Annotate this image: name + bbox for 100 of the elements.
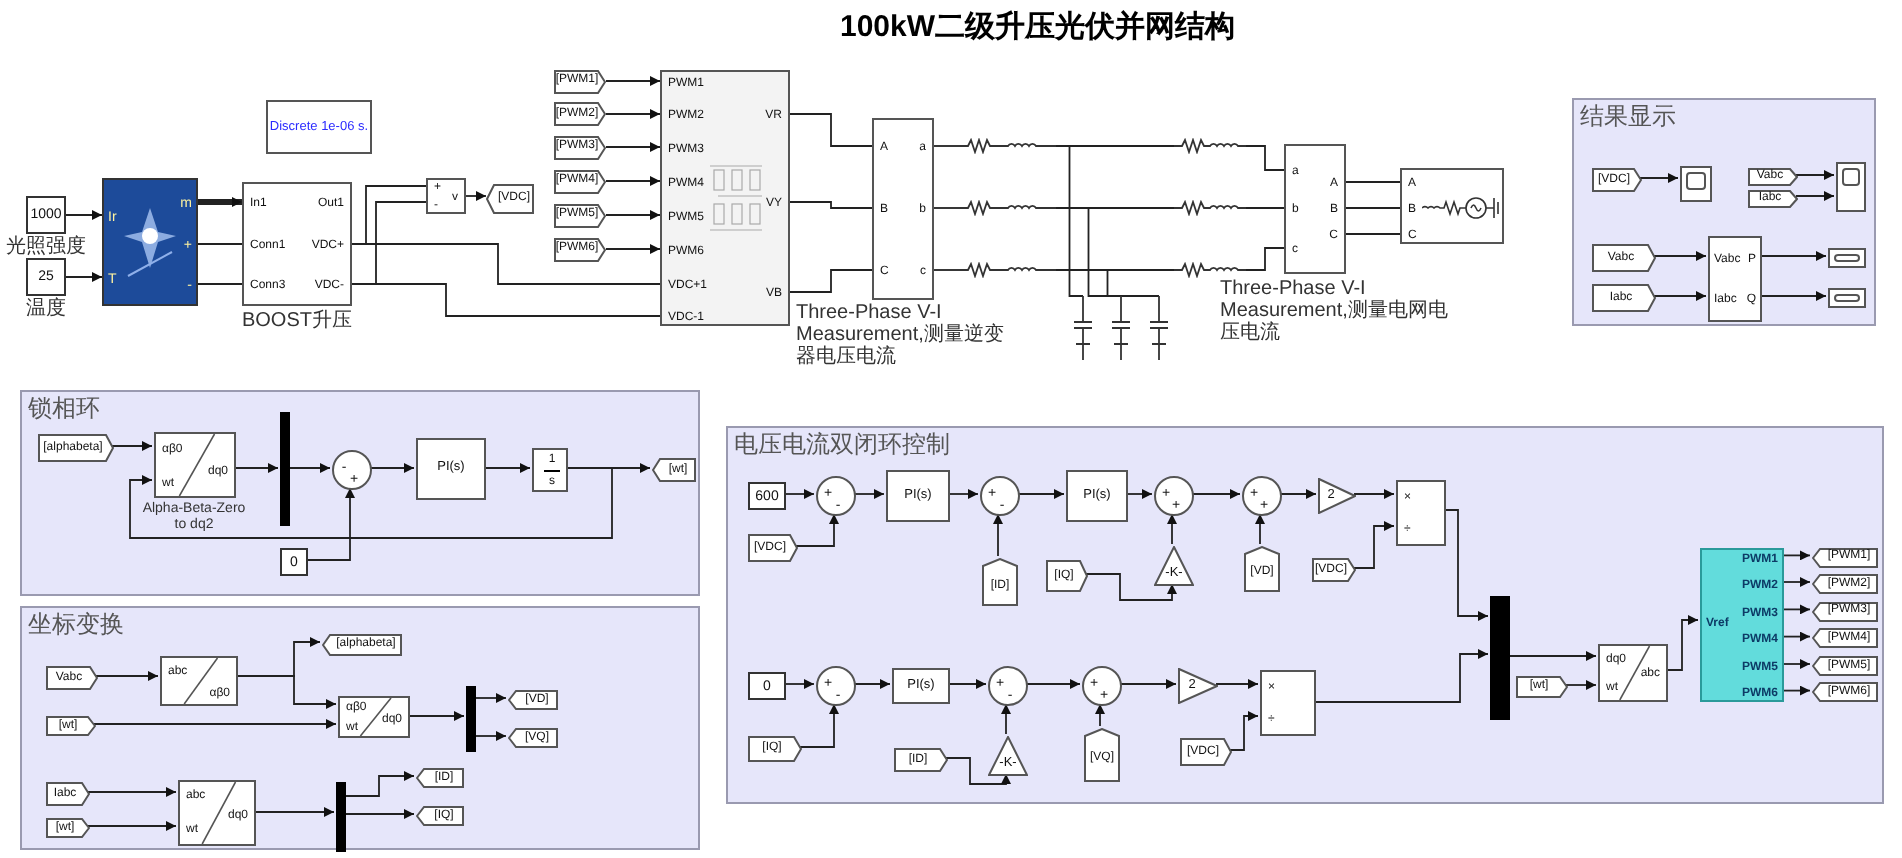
connector-arrow xyxy=(945,757,1011,785)
rl-branch-symbol xyxy=(960,262,1056,278)
product-block xyxy=(1396,480,1446,546)
goto-tag xyxy=(1812,656,1878,676)
capacitor-symbol xyxy=(1074,296,1092,360)
capacitor-symbol xyxy=(1150,296,1168,360)
connector-arrow xyxy=(129,467,613,539)
connector-arrow xyxy=(1017,489,1065,499)
goto-tag xyxy=(652,458,696,482)
from-tag xyxy=(46,716,96,736)
connector-arrow xyxy=(1781,550,1811,561)
from-tag xyxy=(1244,546,1280,592)
from-tag xyxy=(554,102,606,126)
goto-tag xyxy=(1812,601,1878,622)
connector-line xyxy=(933,269,961,271)
connector-line xyxy=(1345,233,1401,235)
integrator-block xyxy=(532,448,568,492)
connector-arrow xyxy=(1759,291,1827,301)
connector-arrow xyxy=(1229,711,1259,751)
rl-branch-symbol xyxy=(960,138,1056,154)
connector-arrow xyxy=(407,711,465,721)
connector-arrow xyxy=(1353,489,1395,499)
connector-arrow xyxy=(605,176,661,186)
from-tag xyxy=(46,782,90,806)
connector-line xyxy=(933,145,961,147)
mux-bar xyxy=(466,686,476,752)
connector-arrow xyxy=(465,191,487,201)
connector-arrow xyxy=(1781,659,1811,669)
solver-block xyxy=(266,100,372,154)
connector-arrow xyxy=(87,787,177,797)
connector-arrow xyxy=(947,679,987,689)
power-block xyxy=(1708,236,1762,322)
from-tag xyxy=(554,135,606,159)
connector-arrow xyxy=(95,671,159,681)
connector-arrow xyxy=(1781,577,1811,587)
connector-arrow xyxy=(993,513,1003,557)
connector-arrow xyxy=(65,210,103,220)
connector-line xyxy=(789,201,873,209)
from-tag xyxy=(1084,728,1120,782)
connector-arrow xyxy=(1255,513,1265,545)
connector-line xyxy=(789,113,873,147)
from-tag xyxy=(46,818,90,838)
group-panel xyxy=(20,390,700,596)
connector-arrow xyxy=(483,463,531,473)
connector-arrow xyxy=(605,76,661,86)
connector-arrow xyxy=(795,513,839,547)
from-tag xyxy=(554,203,606,227)
goto-tag xyxy=(416,806,464,826)
from-tag xyxy=(1180,738,1232,766)
connector-arrow xyxy=(1125,489,1153,499)
transform-block xyxy=(160,656,238,706)
connector-line xyxy=(1345,181,1401,183)
pi-block xyxy=(886,470,950,522)
from-tag xyxy=(1592,244,1656,272)
rl-branch-symbol xyxy=(1174,138,1246,154)
connector-arrow xyxy=(605,210,661,220)
connector-arrow xyxy=(1507,651,1597,661)
connector-arrow xyxy=(1759,251,1827,261)
capacitor-symbol xyxy=(1112,296,1130,360)
panel-title: 坐标变换 xyxy=(28,610,124,638)
block-caption: Three-Phase V-I Measurement,测量电网电压电流 xyxy=(1220,278,1450,344)
connector-arrow xyxy=(1191,489,1241,499)
scope-block xyxy=(1680,166,1712,202)
group-panel xyxy=(20,606,700,850)
connector-arrow xyxy=(87,821,177,831)
connector-arrow xyxy=(305,487,355,561)
transform-block xyxy=(154,432,236,498)
voltage-measurement-block xyxy=(426,178,466,214)
gain-triangle xyxy=(988,736,1028,776)
group-panel xyxy=(726,426,1884,804)
sum-circle xyxy=(332,450,372,490)
from-tag xyxy=(1748,189,1798,207)
rl-branch-symbol xyxy=(960,200,1056,216)
scope-block xyxy=(1836,162,1866,212)
display-block xyxy=(1828,248,1866,268)
pwm-generator-block xyxy=(1700,548,1784,702)
goto-tag xyxy=(1812,682,1878,703)
gain-triangle xyxy=(1318,478,1356,514)
goto-tag xyxy=(322,633,402,655)
subsystem-block xyxy=(242,182,352,306)
from-tag xyxy=(748,736,802,762)
panel-title: 锁相环 xyxy=(28,394,100,422)
pi-block xyxy=(892,668,950,704)
connector-arrow xyxy=(1781,631,1811,642)
connector-arrow xyxy=(1025,679,1081,689)
connector-line xyxy=(789,269,873,293)
connector-arrow xyxy=(605,142,661,152)
connector-arrow xyxy=(111,441,153,451)
mux-bar xyxy=(336,782,346,852)
connector-line xyxy=(1345,207,1401,209)
from-tag xyxy=(1312,558,1356,582)
from-tag xyxy=(1046,560,1088,592)
sum-circle xyxy=(980,476,1020,516)
measurement-block xyxy=(872,118,934,300)
connector-arrow xyxy=(343,771,415,797)
gain-triangle xyxy=(1178,668,1218,704)
connector-arrow xyxy=(235,675,337,709)
connector-arrow xyxy=(287,463,331,473)
measurement-block xyxy=(1284,144,1346,274)
connector-arrow xyxy=(1653,251,1707,261)
